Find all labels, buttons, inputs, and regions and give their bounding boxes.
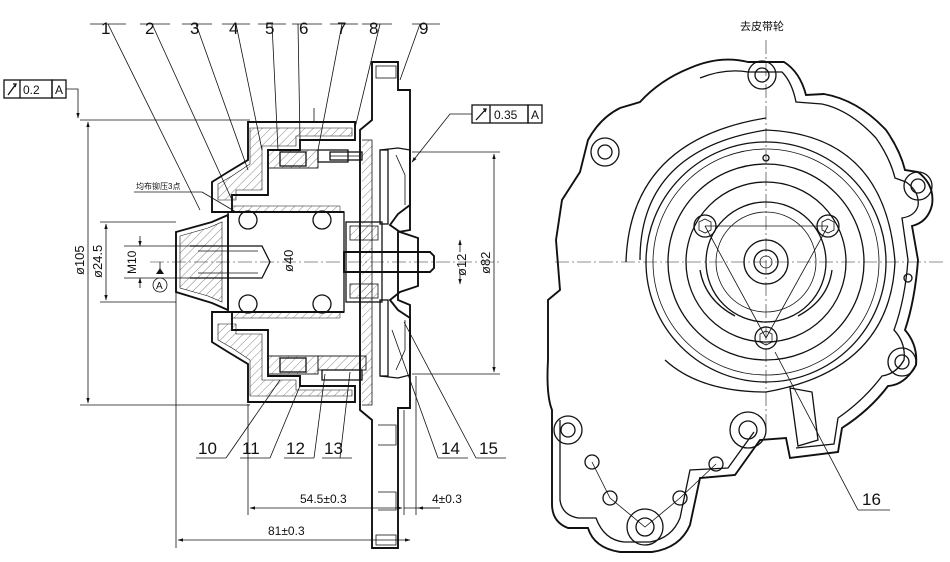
tolerance-frame-runout-035: 0.35 A [411,104,543,163]
impeller-shaft [343,251,435,273]
bearing-ball [238,294,258,314]
callout-label: 6 [299,19,308,38]
dim-text: ø12 [454,254,469,276]
dim-text: M10 [125,250,139,274]
callout-label: 5 [265,19,274,38]
dim-4: 4±0.3 [404,376,462,515]
impeller [388,150,419,375]
callout-label: 3 [190,19,199,38]
callout-label: 14 [441,439,460,458]
bolt-boss [590,137,620,167]
dim-81: 81±0.3 [175,292,411,548]
tolerance-frame-runout-02: 0.2 A [3,79,80,119]
hex-bolt [754,326,778,350]
bolt-boss [747,60,777,90]
callout-label: 10 [198,439,217,458]
callout-label: 9 [419,19,428,38]
callout-label: 15 [479,439,498,458]
dim-m10: M10 [124,236,190,288]
dim-text: 4±0.3 [432,492,462,506]
dim-text: ø105 [72,245,87,275]
housing-upper [211,121,356,213]
callout-label: 11 [242,439,260,458]
bolt-boss [626,508,664,546]
callout-label: 1 [101,19,110,38]
tolerance-value: 0.2 [23,83,40,97]
callout-label: 7 [337,19,346,38]
dim-text: ø40 [281,250,296,272]
section-view [150,61,500,549]
datum-ref: A [531,108,539,122]
callout-label: 12 [286,439,305,458]
magnet-coupling-upper [267,149,360,169]
callout-label: 8 [369,19,378,38]
callout-label: 2 [145,19,154,38]
dim-d105: ø105 [72,119,250,406]
bearing-ball [312,294,332,314]
dim-d40: ø40 [281,250,296,272]
callouts-top: 1 2 3 4 5 6 7 8 9 [90,19,440,211]
datum-ref: A [55,83,63,97]
callout-label: 13 [324,439,343,458]
front-view: 去皮带轮 [546,19,945,553]
mounting-flange [359,61,411,549]
shaft-seal [345,221,383,303]
datum-a: A [152,262,168,293]
note-text: 均布铆压3点 [136,181,180,191]
housing-lower [211,311,356,403]
tolerance-value: 0.35 [494,108,518,122]
dim-text: ø24.5 [90,245,105,278]
pump-housing-outline [546,58,934,553]
callout-label: 4 [229,19,238,38]
dim-text: 54.5±0.3 [300,492,347,506]
dim-54-5: 54.5±0.3 [247,404,405,515]
datum-label: A [156,281,163,292]
bolt-boss [553,415,583,445]
callouts-bottom: 10 11 12 13 14 15 16 [196,321,890,511]
dim-text: ø82 [478,252,493,274]
view-title: 去皮带轮 [740,19,784,33]
thread-bore [190,245,271,279]
shaft-center [753,249,779,275]
rivet-note: 均布铆压3点 [134,181,237,213]
callout-label: 16 [862,490,881,509]
dim-text: 81±0.3 [268,524,305,538]
bearing-ball [312,210,332,230]
pump-circle-outer [645,141,887,383]
magnet-coupling-lower [267,355,367,381]
dim-d12: ø12 [454,239,469,285]
dim-d82: ø82 [412,151,500,375]
bolt-boss [887,347,917,377]
dim-d24-5: ø24.5 [90,221,176,303]
bolt-boss [729,411,767,449]
bolt-boss [903,171,933,201]
bearing-ball [238,210,258,230]
